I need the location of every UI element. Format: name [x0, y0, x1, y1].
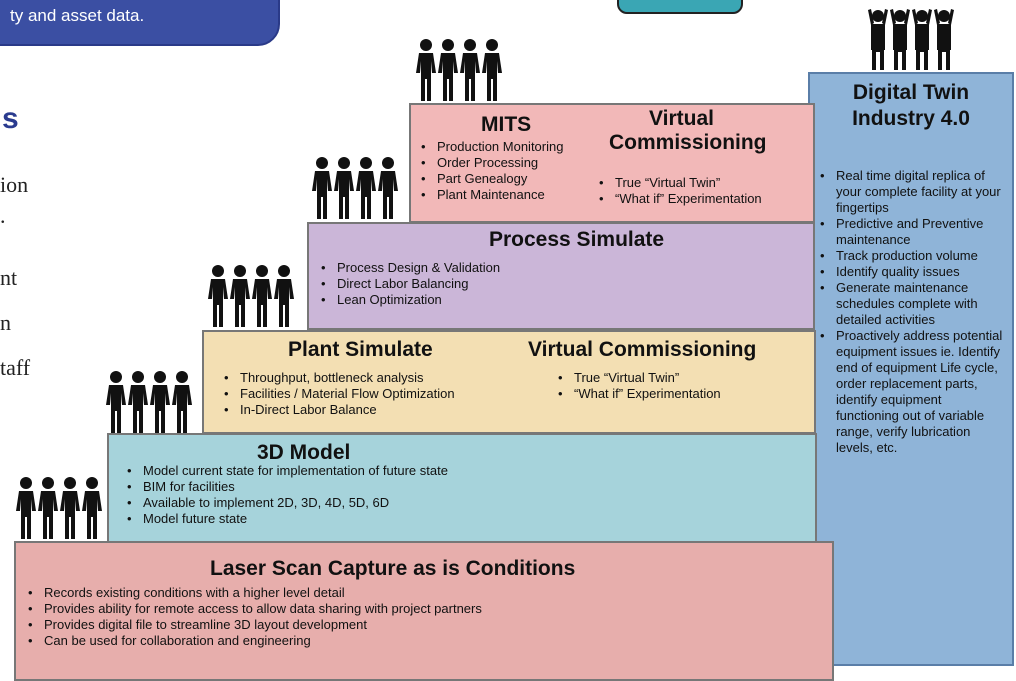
digital-twin-panel: Digital Twin Industry 4.0 Real time digi…: [808, 72, 1014, 666]
list-item: Available to implement 2D, 3D, 4D, 5D, 6…: [125, 495, 448, 511]
list-item: True “Virtual Twin”: [556, 370, 721, 386]
laser-scan-step: Laser Scan Capture as is Conditions Reco…: [14, 541, 834, 681]
list-item: Real time digital replica of your comple…: [818, 168, 1004, 216]
people-group-icon: [206, 264, 298, 328]
list-item: Track production volume: [818, 248, 1004, 264]
list-item: Generate maintenance schedules complete …: [818, 280, 1004, 328]
laser-scan-title: Laser Scan Capture as is Conditions: [210, 557, 576, 580]
list-item: Process Design & Validation: [319, 260, 500, 276]
paragraph-fragment: taff: [0, 355, 31, 380]
list-item: “What if” Experimentation: [556, 386, 721, 402]
list-item: Predictive and Preventive maintenance: [818, 216, 1004, 248]
list-item: Order Processing: [419, 155, 563, 171]
paragraph-fragment: n: [0, 310, 11, 335]
people-group-icon: [104, 370, 196, 434]
list-item: Throughput, bottleneck analysis: [222, 370, 455, 386]
list-item: In-Direct Labor Balance: [222, 402, 455, 418]
list-item: Provides ability for remote access to al…: [26, 601, 482, 617]
digital-twin-subtitle: Industry 4.0: [852, 107, 970, 130]
process-list: Process Design & Validation Direct Labor…: [319, 260, 500, 308]
banner-text: ty and asset data.: [10, 6, 145, 25]
people-group-icon: [310, 156, 402, 220]
teal-label-box: [617, 0, 743, 14]
list-item: Records existing conditions with a highe…: [26, 585, 482, 601]
plant-vc-list: True “Virtual Twin” “What if” Experiment…: [556, 370, 721, 402]
plant-simulate-step: Plant Simulate Virtual Commissioning Thr…: [202, 330, 816, 434]
digital-twin-list: Real time digital replica of your comple…: [818, 168, 1004, 456]
info-banner: ty and asset data.: [0, 0, 280, 46]
list-item: Plant Maintenance: [419, 187, 563, 203]
mits-vc-title: Virtual: [649, 107, 714, 130]
list-item: Part Genealogy: [419, 171, 563, 187]
people-group-icon: [414, 38, 506, 102]
list-item: Provides digital file to streamline 3D l…: [26, 617, 482, 633]
list-item: Production Monitoring: [419, 139, 563, 155]
process-simulate-title: Process Simulate: [489, 228, 665, 251]
list-item: Direct Labor Balancing: [319, 276, 500, 292]
digital-twin-title: Digital Twin: [852, 81, 970, 104]
people-group-icon: [14, 476, 106, 540]
paragraph-fragment: nt: [0, 265, 18, 290]
list-item: “What if” Experimentation: [597, 191, 762, 207]
3d-model-list: Model current state for implementation o…: [125, 463, 448, 527]
section-heading-fragment: s: [2, 102, 19, 135]
mits-vc-list: True “Virtual Twin” “What if” Experiment…: [597, 175, 762, 207]
mits-list: Production Monitoring Order Processing P…: [419, 139, 563, 203]
3d-model-title: 3D Model: [257, 441, 351, 464]
mits-title: MITS: [481, 113, 532, 136]
plant-simulate-title: Plant Simulate: [288, 338, 433, 361]
people-cheering-icon: [866, 6, 958, 70]
list-item: Proactively address potential equipment …: [818, 328, 1004, 456]
3d-model-step: 3D Model Model current state for impleme…: [107, 433, 817, 543]
paragraph-fragment: .: [0, 203, 6, 228]
list-item: Model current state for implementation o…: [125, 463, 448, 479]
plant-list: Throughput, bottleneck analysis Faciliti…: [222, 370, 455, 418]
laser-scan-list: Records existing conditions with a highe…: [26, 585, 482, 649]
mits-vc-title-2: Commissioning: [609, 131, 767, 154]
paragraph-fragment: ion: [0, 172, 29, 197]
process-simulate-step: Process Simulate Process Design & Valida…: [307, 222, 815, 330]
list-item: Can be used for collaboration and engine…: [26, 633, 482, 649]
list-item: Lean Optimization: [319, 292, 500, 308]
list-item: Identify quality issues: [818, 264, 1004, 280]
list-item: True “Virtual Twin”: [597, 175, 762, 191]
list-item: Model future state: [125, 511, 448, 527]
list-item: Facilities / Material Flow Optimization: [222, 386, 455, 402]
mits-step: MITS Virtual Commissioning Production Mo…: [409, 103, 815, 223]
list-item: BIM for facilities: [125, 479, 448, 495]
plant-vc-title: Virtual Commissioning: [528, 338, 757, 361]
